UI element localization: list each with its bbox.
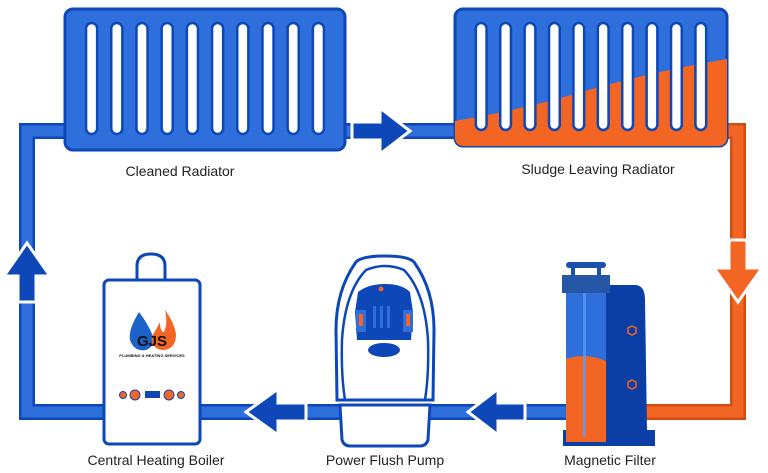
radiator-fin-gap (261, 21, 275, 136)
power-flush-pump (334, 254, 436, 448)
radiator-fin-gap (523, 21, 537, 132)
arrow-down-icon (711, 238, 765, 305)
radiator-fin-gap (236, 21, 250, 136)
radiator-fin-gap (669, 21, 684, 132)
radiator-fin-gap (84, 21, 99, 136)
radiator-fin-gap (498, 21, 513, 132)
radiator-fin-gap (645, 21, 659, 132)
arrow-left-icon (465, 385, 527, 439)
label-pump: Power Flush Pump (326, 452, 444, 468)
radiator-fin-gap (286, 21, 300, 136)
control-panel (119, 389, 185, 401)
radiator-fin-gap (210, 21, 225, 136)
label-filter: Magnetic Filter (564, 452, 656, 468)
radiator-fin-gap (694, 21, 708, 132)
radiator-fin-gap (474, 21, 488, 132)
radiator-fin-gap (547, 21, 562, 132)
arrow-up-icon (1, 240, 53, 304)
radiator-fin-gap (572, 21, 586, 132)
radiator-fin-gap (110, 21, 124, 136)
radiator-fin-gap (596, 21, 610, 132)
radiator-fin-gap (185, 21, 200, 136)
label-cleaned-radiator: Cleaned Radiator (126, 163, 235, 179)
cleaned-radiator (63, 7, 347, 152)
label-boiler: Central Heating Boiler (88, 452, 225, 468)
radiator-fin-gap (160, 21, 174, 136)
logo-tagline: PLUMBING & HEATING SERVICES (119, 353, 185, 358)
sludge-radiator (453, 7, 729, 148)
sludge-fill (455, 59, 727, 146)
label-sludge-radiator: Sludge Leaving Radiator (521, 161, 675, 177)
radiator-fin-gap (135, 21, 149, 136)
magnetic-filter (562, 262, 655, 446)
radiator-fin-gap (620, 21, 635, 132)
arrow-right-icon (350, 104, 413, 158)
gjs-logo: GJS PLUMBING & HEATING SERVICES (119, 310, 185, 358)
central-heating-boiler: GJS PLUMBING & HEATING SERVICES (102, 252, 202, 446)
radiator-fin-gap (311, 21, 326, 136)
arrow-left-icon (243, 386, 308, 438)
logo-initials: GJS (137, 333, 167, 350)
